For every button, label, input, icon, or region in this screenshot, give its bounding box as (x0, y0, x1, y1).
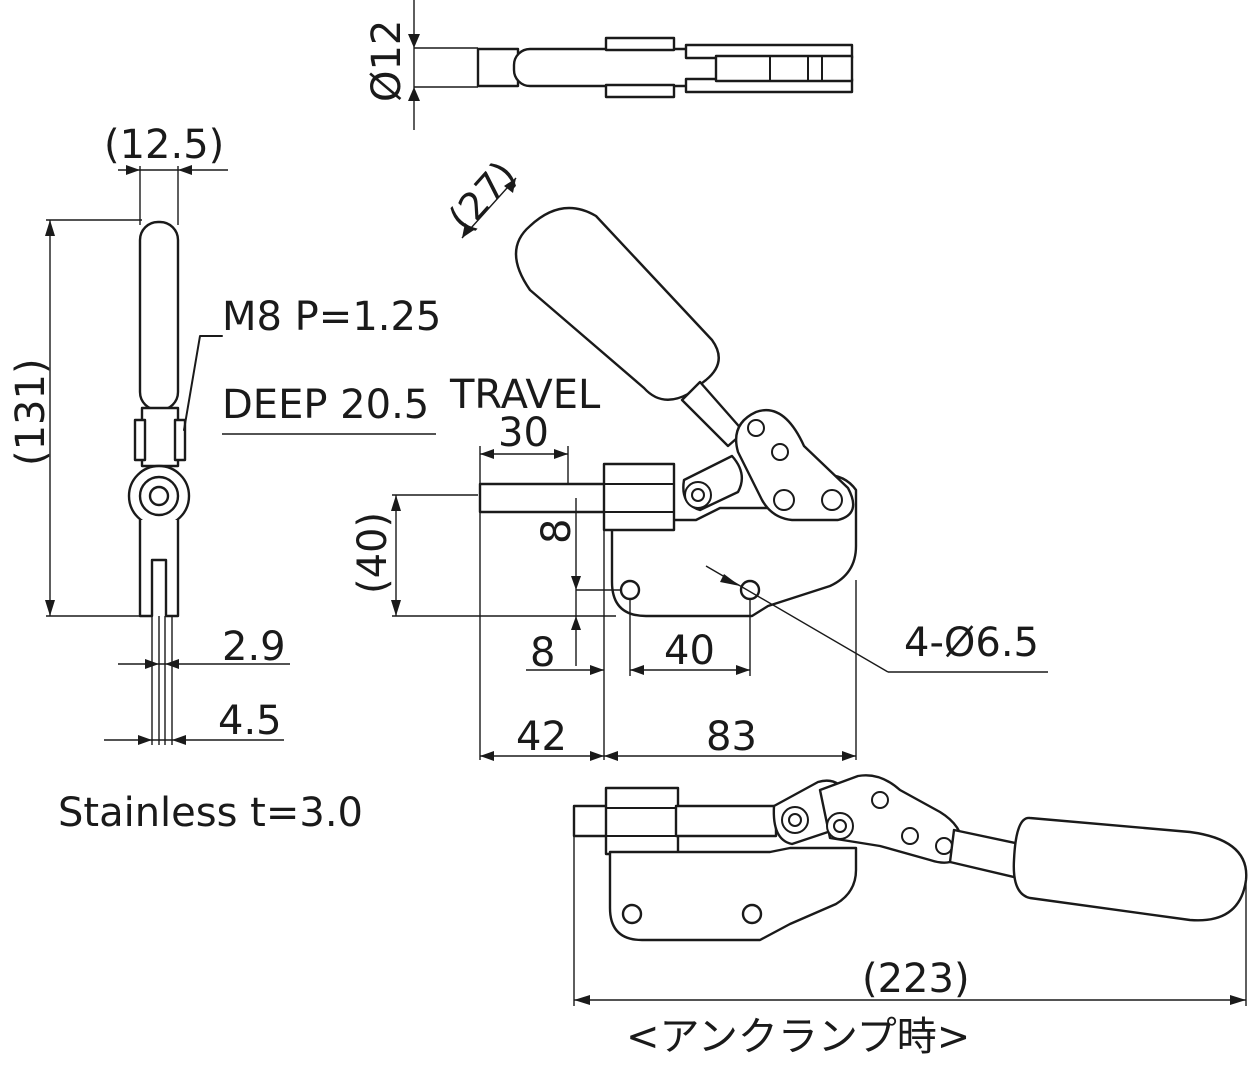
dim-8-horiz-label: 8 (530, 630, 555, 676)
dim-27-label: (27) (440, 153, 525, 240)
dim-223-label: (223) (862, 956, 970, 1002)
deep-note: DEEP 20.5 (222, 382, 429, 428)
dim-4-5-label: 4.5 (218, 698, 282, 744)
thread-note: M8 P=1.25 (222, 294, 441, 340)
top-view: Ø12 (364, 0, 854, 130)
dim-42-label: 42 (516, 714, 567, 760)
side-view: (12.5) (131) 2.9 4.5 (8, 122, 290, 745)
dim-dia-12-label: Ø12 (364, 20, 410, 102)
dim-40-horiz-label: 40 (664, 628, 715, 674)
dim-8-vert-label: 8 (534, 519, 580, 544)
front-view: (27) TRAVEL 30 (40) 8 (350, 153, 1048, 761)
material-note: Stainless t=3.0 (58, 790, 363, 836)
dim-83-label: 83 (706, 714, 757, 760)
dim-width-12-5-label: (12.5) (104, 122, 224, 168)
unclamped-view: (223) <アンクランプ時> (572, 774, 1248, 1060)
travel-30-label: 30 (498, 410, 549, 456)
dim-height-131-label: (131) (8, 358, 54, 466)
travel-label: TRAVEL (449, 372, 601, 418)
dim-40-vert-label: (40) (350, 512, 396, 594)
dim-2-9-label: 2.9 (222, 624, 286, 670)
unclamp-note: <アンクランプ時> (626, 1014, 970, 1060)
holes-label: 4-Ø6.5 (904, 620, 1039, 666)
